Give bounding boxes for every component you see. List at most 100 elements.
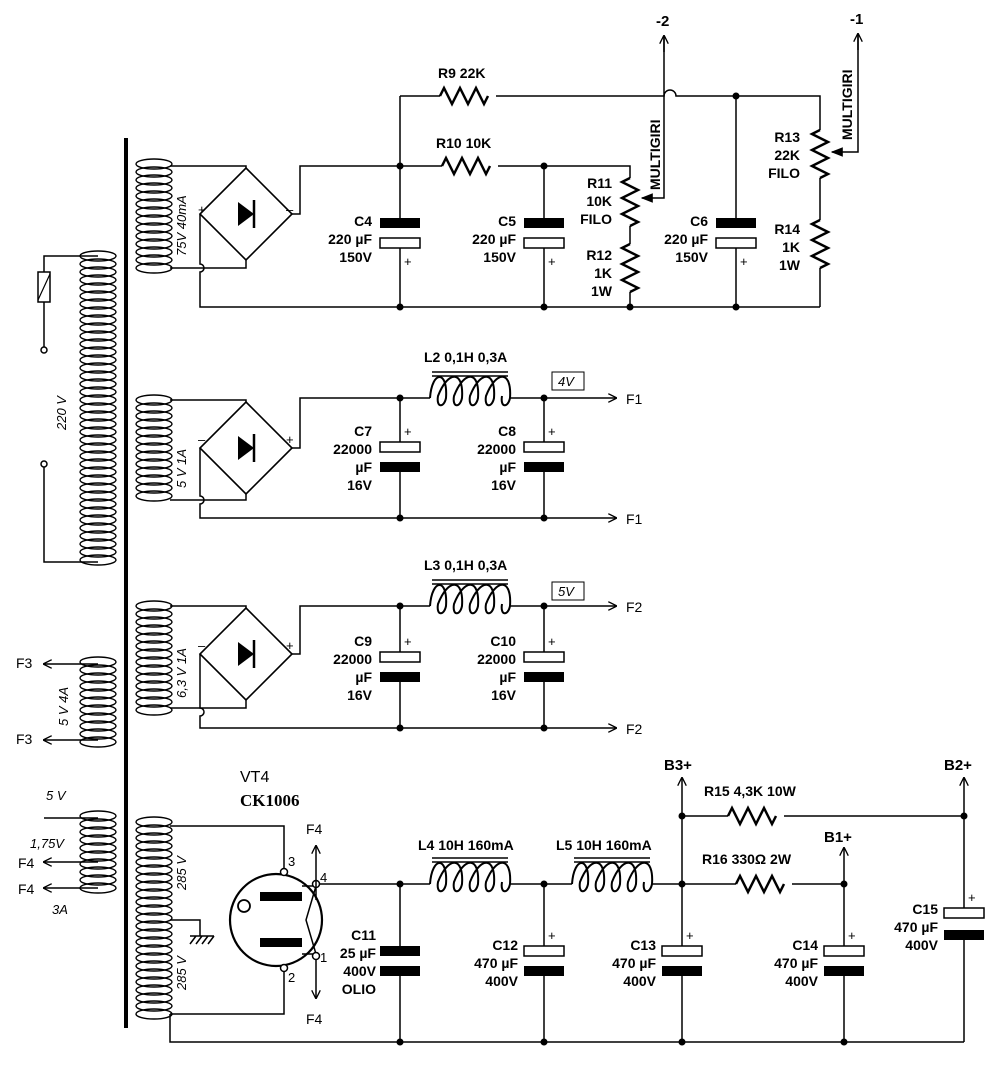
resistor-r12 <box>619 242 641 294</box>
capacitor-c11 <box>380 884 420 1042</box>
c5-value: 220 µF <box>472 231 516 247</box>
f3-top-label: F3 <box>16 655 33 671</box>
primary-winding-circuit: 220 V <box>37 255 98 563</box>
multigiri-label-1: MULTIGIRI <box>647 119 663 190</box>
pin-1-label: 1 <box>320 950 327 965</box>
c7-unit: µF <box>355 459 372 475</box>
bridge2-plus: + <box>286 432 294 447</box>
c4-voltage: 150V <box>339 249 372 265</box>
inductor-l3 <box>429 583 512 615</box>
r12-power: 1W <box>591 283 613 299</box>
capacitor-c7: + <box>379 398 421 518</box>
bridge-rectifier-2: – + <box>198 400 294 496</box>
inductor-l4 <box>429 861 512 893</box>
bridge3-plus: + <box>286 638 294 653</box>
c14-name: C14 <box>792 937 818 953</box>
c14-voltage: 400V <box>785 973 818 989</box>
c14-plus: + <box>848 928 856 943</box>
r14-power: 1W <box>779 257 801 273</box>
c15-plus: + <box>968 890 976 905</box>
b3-label: B3+ <box>664 757 692 774</box>
bridge1-plus: + <box>198 202 206 217</box>
output-minus2-label: -2 <box>656 13 669 30</box>
c6-voltage: 150V <box>675 249 708 265</box>
l3-label: L3 0,1H 0,3A <box>424 557 507 573</box>
secondary-winding-f3 <box>79 656 117 748</box>
capacitor-c6: + <box>715 96 757 307</box>
r13-name: R13 <box>774 129 800 145</box>
c13-value: 470 µF <box>612 955 656 971</box>
c13-voltage: 400V <box>623 973 656 989</box>
c14-value: 470 µF <box>774 955 818 971</box>
c6-plus: + <box>740 254 748 269</box>
capacitor-c5: + <box>523 166 565 307</box>
c10-unit: µF <box>499 669 516 685</box>
c11-voltage: 400V <box>343 963 376 979</box>
ck1006-label: CK1006 <box>240 791 300 810</box>
b1-label: B1+ <box>824 829 852 846</box>
c4-name: C4 <box>354 213 372 229</box>
fil-175v-label: 1,75V <box>30 836 65 851</box>
vt4-label: VT4 <box>240 769 269 786</box>
secondary-75v-label: 75V 40mA <box>174 195 189 256</box>
potentiometer-r13 <box>809 34 858 220</box>
fil-5v-label: 5 V <box>46 788 67 803</box>
c13-name: C13 <box>630 937 656 953</box>
bridge1-minus: – <box>286 202 294 217</box>
multigiri-label-2: MULTIGIRI <box>839 69 855 140</box>
c7-voltage: 16V <box>347 477 373 493</box>
c8-value: 22000 <box>477 441 516 457</box>
c9-voltage: 16V <box>347 687 373 703</box>
fil-3a-label: 3A <box>52 902 68 917</box>
r10-label: R10 10K <box>436 135 491 151</box>
negative-bias-supply: 75V 40mA + – + C4 220 µF 150V <box>170 11 863 308</box>
resistor-r14 <box>809 218 831 270</box>
secondary-winding-75v <box>135 158 173 274</box>
output-minus1-label: -1 <box>850 11 863 28</box>
c12-name: C12 <box>492 937 518 953</box>
high-voltage-supply: 285 V 285 V 3 4 1 2 F4 F4 VT4 CK1006 <box>169 757 985 1043</box>
c4-plus: + <box>404 254 412 269</box>
resistor-r16 <box>734 873 786 895</box>
r12-name: R12 <box>586 247 612 263</box>
c12-value: 470 µF <box>474 955 518 971</box>
c4-value: 220 µF <box>328 231 372 247</box>
r16-label: R16 330Ω 2W <box>702 851 792 867</box>
c12-voltage: 400V <box>485 973 518 989</box>
f2-bottom-label: F2 <box>626 721 643 737</box>
c9-value: 22000 <box>333 651 372 667</box>
c12-plus: + <box>548 928 556 943</box>
filament-supply-f1: 5 V 1A – + + C7 22000 µF 16V <box>170 349 643 527</box>
c10-voltage: 16V <box>491 687 517 703</box>
r11-name: R11 <box>587 175 612 191</box>
l5-label: L5 10H 160mA <box>556 837 652 853</box>
r13-type: FILO <box>768 165 800 181</box>
capacitor-c4: + <box>379 166 421 307</box>
c15-name: C15 <box>912 901 938 917</box>
c7-value: 22000 <box>333 441 372 457</box>
resistor-r15 <box>726 805 778 827</box>
hv-285v-label-1: 285 V <box>174 855 189 891</box>
l4-label: L4 10H 160mA <box>418 837 514 853</box>
f2-top-label: F2 <box>626 599 643 615</box>
f1-top-label: F1 <box>626 391 643 407</box>
primary-winding <box>79 250 117 566</box>
c9-unit: µF <box>355 669 372 685</box>
f4-left-label-1: F4 <box>18 855 35 871</box>
f4-down-label: F4 <box>306 1011 323 1027</box>
rectifier-tube-vt4: 3 4 1 2 <box>228 854 327 985</box>
hv-285v-label-2: 285 V <box>174 955 189 991</box>
c6-value: 220 µF <box>664 231 708 247</box>
c5-name: C5 <box>498 213 516 229</box>
filament-winding-f3: F3 F3 5 V 4A <box>16 655 98 747</box>
secondary-winding-hv <box>135 816 173 1020</box>
r15-label: R15 4,3K 10W <box>704 783 797 799</box>
capacitor-c13: + <box>661 884 703 1042</box>
c8-voltage: 16V <box>491 477 517 493</box>
r13-value: 22K <box>774 147 800 163</box>
filament-winding-f4: 5 V 1,75V F4 F4 3A <box>18 788 98 917</box>
capacitor-c14: + <box>823 884 865 1042</box>
f1-bottom-label: F1 <box>626 511 643 527</box>
junction-dots <box>396 92 968 1046</box>
